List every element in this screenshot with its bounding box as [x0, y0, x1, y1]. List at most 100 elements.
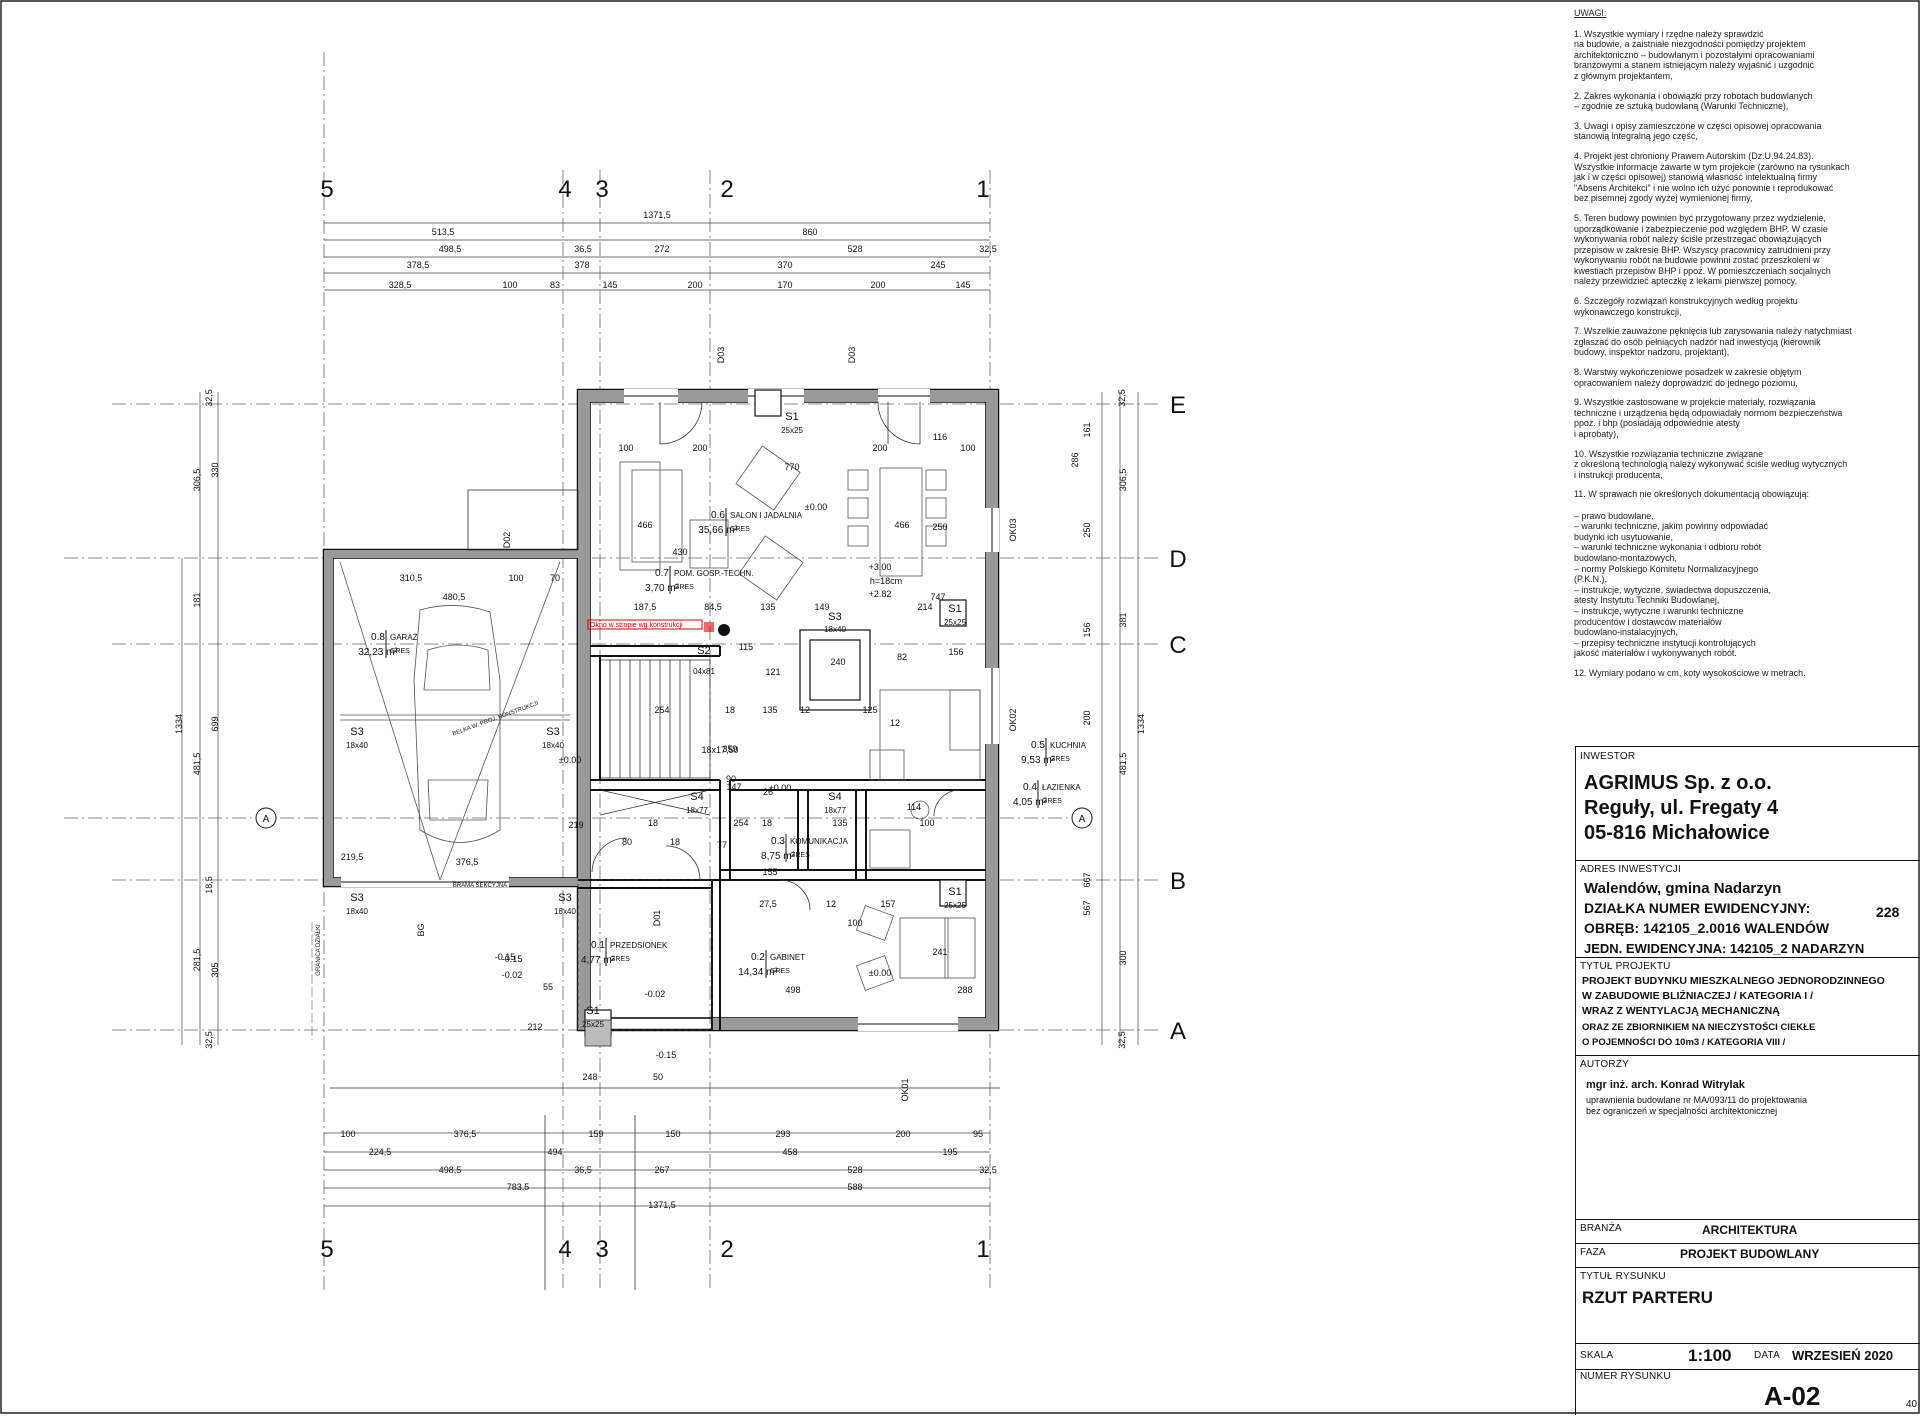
dimension-inner: 240	[830, 657, 845, 667]
section-marker-label: A	[1079, 814, 1086, 825]
column-tag: 25x25	[582, 1020, 604, 1029]
dimension-top: 370	[777, 260, 792, 270]
dimension-right: 1334	[1136, 714, 1146, 734]
column-tag: 25x25	[944, 901, 966, 910]
dimension-right: 286	[1070, 452, 1080, 467]
phase-label: FAZA	[1580, 1247, 1606, 1258]
dimension-bottom: 588	[847, 1182, 862, 1192]
window-frames	[341, 395, 993, 1025]
dimension-top: 328,5	[389, 280, 412, 290]
phase-row: FAZA PROJEKT BUDOWLANY	[1576, 1243, 1920, 1268]
column-tag: 18x40	[542, 741, 564, 750]
dimension-inner: 376,5	[456, 857, 479, 867]
room-name: PRZEDSIONEK	[610, 941, 668, 950]
address-label: ADRES INWESTYCJI	[1580, 864, 1681, 875]
dimension-inner: 77	[717, 840, 727, 850]
note-item: 11. W sprawach nie określonych dokumenta…	[1574, 488, 1809, 659]
dimension-inner: 430	[672, 547, 687, 557]
dimension-top: 32,5	[979, 244, 997, 254]
dimension-left: 18,5	[204, 876, 214, 894]
dimension-inner: 100	[508, 573, 523, 583]
dimension-bottom: 498,5	[439, 1165, 462, 1175]
dimension-left: 181	[192, 592, 202, 607]
dimension-inner: 27,5	[759, 899, 777, 909]
room-area: 9,53 m²	[1021, 755, 1056, 766]
dimension-inner: 157	[880, 899, 895, 909]
dimension-bottom: 494	[547, 1147, 562, 1157]
branch-row: BRANŻA ARCHITEKTURA	[1576, 1219, 1920, 1244]
garage-door-label: BRAMA SEKCYJNA	[453, 883, 507, 889]
column-tag: S3	[558, 892, 571, 904]
axis-label-bottom: 5	[320, 1236, 333, 1263]
dimension-bottom: 159	[588, 1129, 603, 1139]
opening-tag: BG	[416, 923, 426, 936]
dimension-right: 381	[1118, 612, 1128, 627]
dimension-inner: 135	[760, 602, 775, 612]
axis-label-top: 5	[320, 176, 333, 203]
dimension-bottom: 100	[340, 1129, 355, 1139]
dimension-inner: 200	[872, 443, 887, 453]
column-tag: S3	[546, 726, 559, 738]
section-marker-label: A	[263, 814, 270, 825]
dimension-inner: 359	[722, 744, 737, 754]
plot-label: DZIAŁKA NUMER EWIDENCYJNY:	[1584, 900, 1811, 916]
scale-value: 1:100	[1688, 1346, 1732, 1365]
plot-boundary-label: GRANICA DZIAŁKI	[316, 924, 322, 976]
dimension-inner: 26	[763, 787, 773, 797]
room-name: GARAŻ	[390, 633, 418, 642]
author-qualification-2: bez ograniczeń w specjalności architekto…	[1586, 1106, 1778, 1116]
dimension-bottom: 150	[665, 1129, 680, 1139]
dimension-inner: 70	[550, 573, 560, 583]
room-name: ŁAZIENKA	[1042, 783, 1081, 792]
drawing-title: RZUT PARTERU	[1582, 1288, 1713, 1307]
dimension-right: 156	[1082, 622, 1092, 637]
note-item: 8. Warstwy wykończeniowe posadzek w zakr…	[1574, 366, 1802, 388]
dimension-inner: 770	[784, 462, 799, 472]
dimension-top: 378	[574, 260, 589, 270]
room-area: 8,75 m²	[761, 851, 796, 862]
notes-list: 1. Wszystkie wymiary i rzędne należy spr…	[1574, 28, 1897, 679]
note-item: 4. Projekt jest chroniony Prawem Autorsk…	[1574, 149, 1850, 204]
axis-label-side: C	[1169, 632, 1186, 659]
room-floor: GRES	[730, 526, 750, 533]
authors-section: AUTORZY mgr inż. arch. Konrad Witrylak u…	[1576, 1055, 1920, 1220]
column-tag: 18x77	[686, 806, 708, 815]
dimension-inner: 18	[670, 837, 680, 847]
note-item: 9. Wszystkie zastosowane w projekcie mat…	[1574, 396, 1843, 439]
room-name: GABINET	[770, 953, 805, 962]
dimension-inner: 121	[765, 667, 780, 677]
dimension-top: 145	[955, 280, 970, 290]
dimension-inner: 100	[618, 443, 633, 453]
room-area: 4,77 m²	[581, 955, 616, 966]
axis-label-top: 1	[976, 176, 989, 203]
dimension-inner: 747	[930, 592, 945, 602]
column-tag: S1	[586, 1005, 599, 1017]
axis-label-bottom: 1	[976, 1236, 989, 1263]
opening-tag: D03	[716, 347, 726, 364]
registration-unit: JEDN. EWIDENCYJNA: 142105_2 NADARZYN	[1584, 941, 1865, 956]
dimension-inner: 250	[932, 522, 947, 532]
dimension-inner: 480,5	[443, 592, 466, 602]
dimension-inner: 149	[814, 602, 829, 612]
column-tag: S3	[350, 726, 363, 738]
opening-tag: D02	[502, 532, 512, 549]
dimension-top: 498,5	[439, 244, 462, 254]
dimension-inner: 114	[907, 802, 921, 812]
dimension-left: 330	[210, 462, 220, 477]
dimension-inner: 498	[785, 985, 800, 995]
entrance-outline	[330, 489, 1000, 1290]
dimension-inner: 212	[527, 1022, 542, 1032]
dimension-bottom: 267	[654, 1165, 669, 1175]
project-title-section: TYTUŁ PROJEKTU PROJEKT BUDYNKU MIESZKALN…	[1576, 957, 1920, 1056]
investor-section: INWESTOR AGRIMUS Sp. z o.o. Reguły, ul. …	[1576, 747, 1920, 861]
scale-row: SKALA 1:100 DATA WRZESIEŃ 2020	[1576, 1343, 1920, 1370]
investor-line-3: 05-816 Michałowice	[1584, 822, 1770, 844]
dimension-right: 200	[1082, 710, 1092, 725]
dimension-inner: 155	[762, 867, 777, 877]
room-code: 0.8	[371, 632, 385, 643]
column-tag: S1	[785, 411, 798, 423]
staircase	[599, 659, 711, 816]
room-floor: GRES	[674, 584, 694, 591]
